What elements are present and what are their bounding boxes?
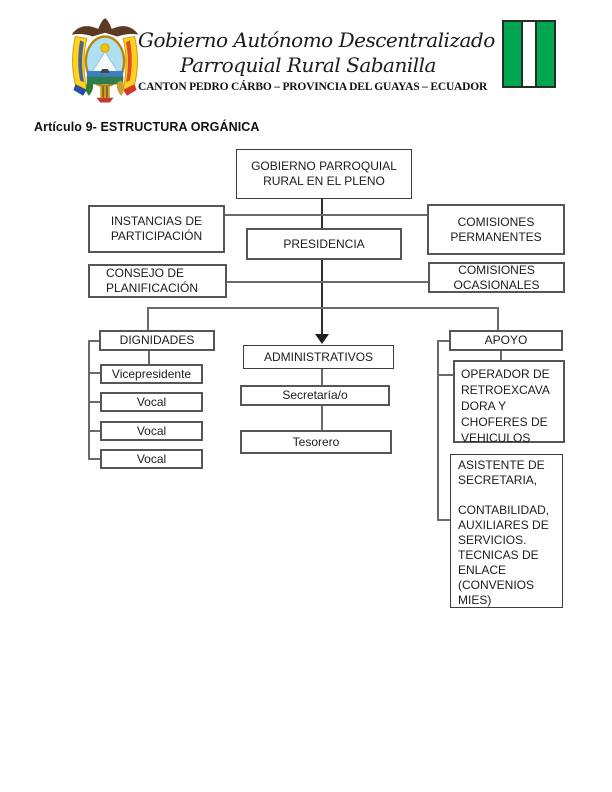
flag-stripe-green-right [536, 22, 554, 86]
org-title-line2: Parroquial Rural Sabanilla [180, 53, 436, 77]
coat-of-arms-icon [71, 18, 139, 103]
bracket-tick-vicepresidente [90, 372, 100, 374]
leg-dignidades [147, 307, 149, 330]
org-box-vocal-3: Vocal [100, 449, 203, 469]
connector-instancias-permanentes [225, 214, 427, 216]
org-box-apoyo: APOYO [449, 330, 563, 351]
org-box-tesorero: Tesorero [240, 430, 392, 454]
connector-apoyo-operador [500, 351, 502, 360]
connector-branch-horizontal [147, 307, 499, 309]
connector-secretaria-tesorero [321, 406, 323, 430]
org-box-administrativos: ADMINISTRATIVOS [243, 345, 394, 369]
letterhead-titles: Gobierno Autónomo Descentralizado Parroq… [138, 28, 495, 93]
canton-flag-icon [502, 20, 556, 88]
bracket-tick-vocal-1 [90, 401, 100, 403]
letterhead-subtitle: CANTON PEDRO CÁRBO – PROVINCIA DEL GUAYA… [138, 81, 488, 93]
org-box-gobierno-pleno: GOBIERNO PARROQUIAL RURAL EN EL PLENO [236, 149, 412, 199]
org-box-vocal-1: Vocal [100, 392, 203, 412]
org-box-comisiones-ocasionales: COMISIONES OCASIONALES [428, 262, 565, 293]
org-box-dignidades: DIGNIDADES [99, 330, 215, 351]
leg-apoyo [497, 307, 499, 330]
org-box-secretaria: Secretaría/o [240, 385, 390, 406]
flag-stripe-white [521, 22, 537, 86]
connector-dignidades-vicepresidente [148, 351, 150, 364]
connector-presidencia-administrativos [321, 260, 323, 336]
connector-consejo-ocasionales [227, 281, 428, 283]
arrow-down-icon [315, 334, 329, 344]
article-heading: Artículo 9- ESTRUCTURA ORGÁNICA [34, 120, 260, 134]
org-box-comisiones-permanentes: COMISIONES PERMANENTES [427, 204, 565, 255]
org-box-operador: OPERADOR DE RETROEXCAVA DORA Y CHOFERES … [453, 360, 565, 445]
bracket-dignidades [88, 340, 90, 460]
org-box-consejo-planificacion: CONSEJO DE PLANIFICACIÓN [88, 264, 227, 298]
bracket-tick-operador [437, 374, 453, 376]
connector-pleno-presidencia [321, 199, 323, 228]
bracket-tick-asistente [437, 519, 450, 521]
org-box-vicepresidente: Vicepresidente [100, 364, 203, 384]
bracket-tick-apoyo [437, 340, 449, 342]
bracket-tick-vocal-3 [90, 458, 100, 460]
connector-administrativos-secretaria [321, 369, 323, 385]
org-box-instancias-participacion: INSTANCIAS DE PARTICIPACIÓN [88, 205, 225, 253]
bracket-tick-dignidades [88, 340, 99, 342]
bracket-tick-vocal-2 [90, 430, 100, 432]
org-box-asistente: ASISTENTE DE SECRETARIA, CONTABILIDAD, A… [450, 454, 563, 608]
org-box-presidencia: PRESIDENCIA [246, 228, 402, 260]
bracket-apoyo [437, 340, 439, 521]
org-box-vocal-2: Vocal [100, 421, 203, 441]
org-title-line1: Gobierno Autónomo Descentralizado [138, 28, 495, 52]
flag-stripe-green-left [504, 22, 522, 86]
